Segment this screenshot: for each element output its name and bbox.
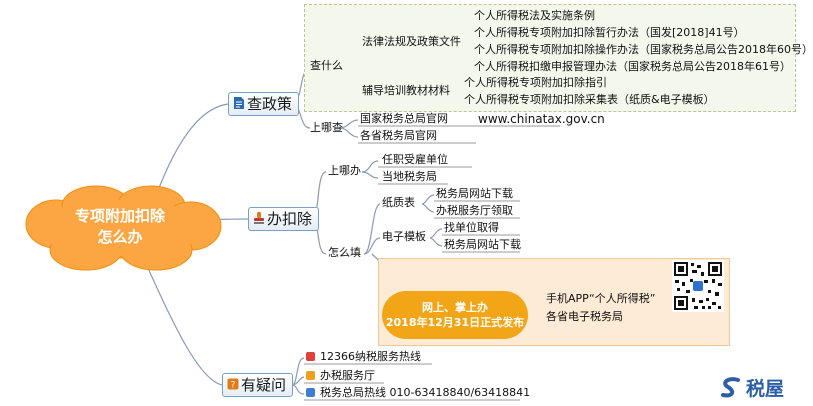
handle-how-label: 怎么填 [328, 246, 361, 259]
policy-training-label: 辅导培训教材材料 [362, 84, 450, 97]
online-badge: 网上、掌上办 2018年12月31日正式发布 [382, 291, 528, 339]
policy-what-label: 查什么 [310, 59, 343, 72]
branch-policy[interactable]: 查政策 [228, 92, 300, 116]
question-office-item: 办税服务厅 [306, 369, 375, 383]
handle-where-item: 任职受雇单位 [382, 153, 448, 166]
policy-law-item: 个人所得税法及实施条例 [474, 9, 595, 22]
handle-paper-item: 税务局网站下载 [436, 187, 513, 200]
policy-law-item: 个人所得税专项附加扣除暂行办法（国发[2018]41号） [474, 26, 745, 39]
person-icon [306, 371, 315, 380]
handle-where-item: 当地税务局 [382, 170, 437, 183]
branch-policy-label: 查政策 [247, 95, 293, 113]
shuiwu-logo-icon [721, 376, 740, 397]
question-item-text: 12366纳税服务热线 [320, 350, 421, 363]
stamp-icon [253, 209, 265, 231]
policy-law-item: 个人所得税专项附加扣除操作办法（国家税务总局公告2018年60号） [474, 43, 813, 56]
question-sat-hotline-item: 税务总局热线 010-63418840/63418841 [306, 386, 530, 400]
question-icon: ? [227, 375, 239, 397]
online-etax-item: 各省电子税务局 [546, 310, 623, 323]
policy-what-panel [304, 4, 796, 112]
branch-handle[interactable]: 办扣除 [248, 207, 320, 231]
online-badge-line1: 网上、掌上办 [422, 301, 488, 314]
question-item-text: 办税服务厅 [320, 369, 375, 382]
policy-site-url[interactable]: www.chinatax.gov.cn [478, 112, 605, 126]
phone-icon [306, 352, 315, 361]
policy-training-item: 个人所得税专项附加扣除指引 [464, 76, 607, 89]
central-cloud [25, 185, 222, 271]
online-badge-line2: 2018年12月31日正式发布 [385, 316, 525, 329]
question-hotline-item: 12366纳税服务热线 [306, 350, 421, 364]
policy-law-item: 个人所得税扣缴申报管理办法（国家税务总局公告2018年61号） [474, 60, 791, 73]
document-icon [233, 94, 245, 116]
handle-electronic-item: 找单位取得 [444, 221, 499, 234]
policy-site-name: 各省税务局官网 [360, 129, 437, 142]
handle-paper-label: 纸质表 [382, 196, 415, 209]
central-topic-line1: 专项附加扣除 [74, 207, 165, 225]
online-app-item: 手机APP“个人所得税” [546, 292, 656, 305]
handle-where-label: 上哪办 [328, 164, 361, 177]
branch-questions-label: 有疑问 [241, 376, 287, 394]
handle-electronic-label: 电子模板 [382, 230, 426, 243]
handle-electronic-item: 税务局网站下载 [444, 238, 521, 251]
branch-handle-label: 办扣除 [267, 210, 313, 228]
policy-training-item: 个人所得税专项附加扣除采集表（纸质&电子模板） [464, 93, 715, 106]
handle-paper-item: 办税服务厅领取 [436, 204, 513, 217]
phone-icon [306, 388, 315, 397]
policy-laws-label: 法律法规及政策文件 [362, 35, 461, 48]
question-item-text: 税务总局热线 010-63418840/63418841 [320, 386, 531, 399]
branch-questions[interactable]: ? 有疑问 [222, 373, 294, 397]
policy-where-label: 上哪查 [310, 121, 343, 134]
policy-site-name: 国家税务总局官网 [360, 112, 448, 125]
brand-name: 税屋 [746, 378, 785, 400]
svg-text:?: ? [231, 380, 236, 390]
brand-logo: 税屋 [718, 374, 784, 404]
central-topic-line2: 怎么办 [97, 228, 143, 246]
qr-code[interactable] [672, 260, 724, 312]
